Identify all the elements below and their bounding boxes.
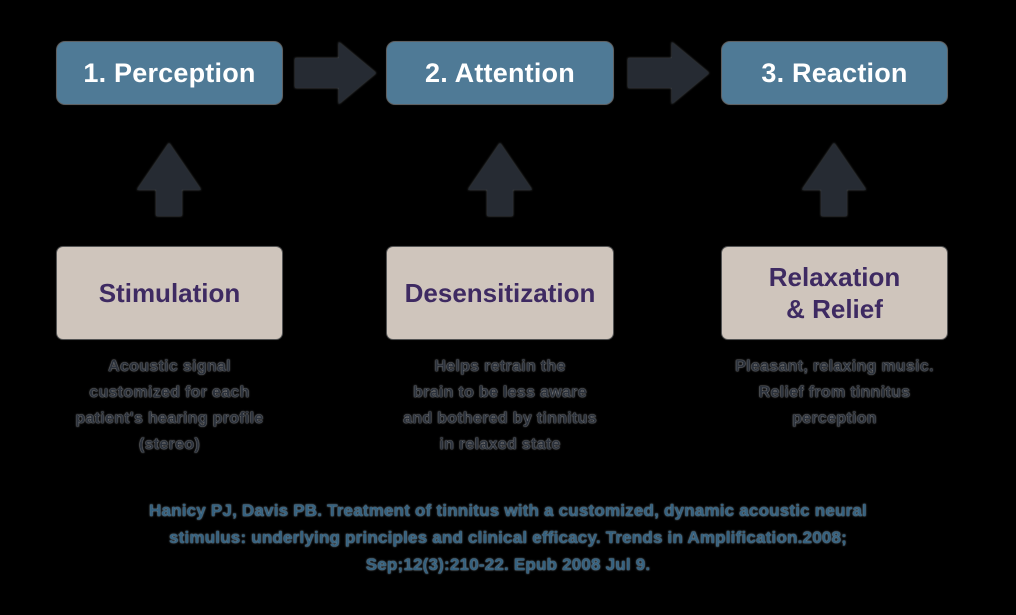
up-arrow-icon — [468, 143, 532, 216]
flow-arrow-perception-to-attention — [295, 42, 376, 104]
up-arrow-relaxation — [802, 143, 866, 216]
stage-label-perception: 1. Perception — [83, 57, 256, 88]
right-arrow-icon — [295, 42, 376, 104]
description-desensitization: Helps retrain the brain to be less aware… — [403, 358, 597, 453]
stage-label-reaction: 3. Reaction — [761, 57, 908, 88]
up-arrow-stimulation — [137, 143, 201, 216]
up-arrow-icon — [802, 143, 866, 216]
stage-box-attention: 2. Attention — [387, 42, 613, 104]
right-arrow-icon — [628, 42, 709, 104]
method-box-stimulation: Stimulation — [57, 247, 282, 339]
method-label-relaxation-relief: Relaxation & Relief — [768, 262, 901, 324]
description-relaxation-relief: Pleasant, relaxing music. Relief from ti… — [735, 358, 934, 427]
method-label-stimulation: Stimulation — [98, 278, 241, 308]
method-label-desensitization: Desensitization — [404, 278, 596, 308]
flow-arrow-attention-to-reaction — [628, 42, 709, 104]
description-stimulation: Acoustic signal customized for each pati… — [75, 358, 264, 453]
method-box-relaxation-relief: Relaxation & Relief — [722, 247, 947, 339]
citation-text: Hanicy PJ, Davis PB. Treatment of tinnit… — [149, 501, 867, 574]
method-box-desensitization: Desensitization — [387, 247, 613, 339]
stage-box-perception: 1. Perception — [57, 42, 282, 104]
up-arrow-icon — [137, 143, 201, 216]
up-arrow-desensitization — [468, 143, 532, 216]
stage-label-attention: 2. Attention — [425, 57, 575, 88]
stage-box-reaction: 3. Reaction — [722, 42, 947, 104]
